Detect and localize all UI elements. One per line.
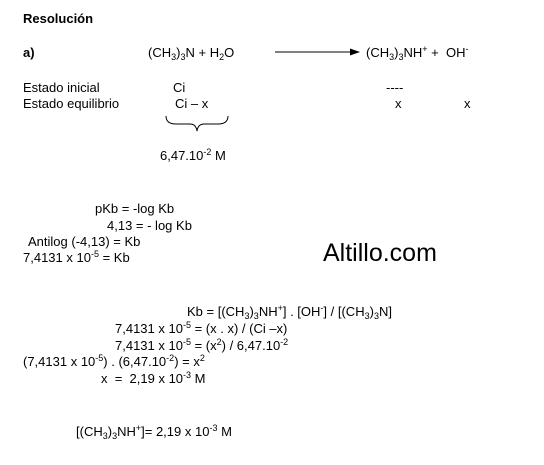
initial-products: ---- — [386, 80, 404, 95]
equation-1: 7,4131 x 10-5 = (x . x) / (Ci –x) — [115, 320, 288, 337]
equation-3: (7,4131 x 10-5) . (6,47.10-2) = x2 — [23, 353, 205, 370]
final-answer: [(CH3)3NH+]= 2,19 x 10-3 M — [76, 423, 232, 441]
reaction-arrow — [275, 48, 360, 56]
heading: Resolución — [23, 11, 94, 26]
equilibrium-x-cation: x — [395, 96, 402, 111]
kb-expression: Kb = [(CH3)3NH+] . [OH-] / [(CH3)3N] — [187, 303, 392, 321]
equation-4: x = 2,19 x 10-3 M — [101, 370, 206, 387]
equilibrium-x-hydroxide: x — [464, 96, 471, 111]
pkb-line-3: Antilog (-4,13) = Kb — [28, 234, 141, 249]
ci-value: 6,47.10-2 M — [160, 147, 226, 164]
pkb-line-2: 4,13 = - log Kb — [107, 218, 192, 233]
part-label: a) — [23, 45, 35, 60]
products: (CH3)3NH+ + OH- — [366, 44, 469, 62]
brace — [165, 115, 229, 132]
pkb-line-4: 7,4131 x 10-5 = Kb — [23, 249, 130, 266]
equilibrium-concentration: Ci – x — [175, 96, 209, 111]
equilibrium-state-label: Estado equilibrio — [23, 96, 120, 111]
reactants: (CH3)3N + H2O — [148, 45, 235, 62]
equation-2: 7,4131 x 10-5 = (x2) / 6,47.10-2 — [115, 337, 289, 354]
watermark: Altillo.com — [323, 239, 437, 267]
pkb-line-1: pKb = -log Kb — [95, 201, 175, 216]
initial-concentration: Ci — [173, 80, 186, 95]
initial-state-label: Estado inicial — [23, 80, 100, 95]
